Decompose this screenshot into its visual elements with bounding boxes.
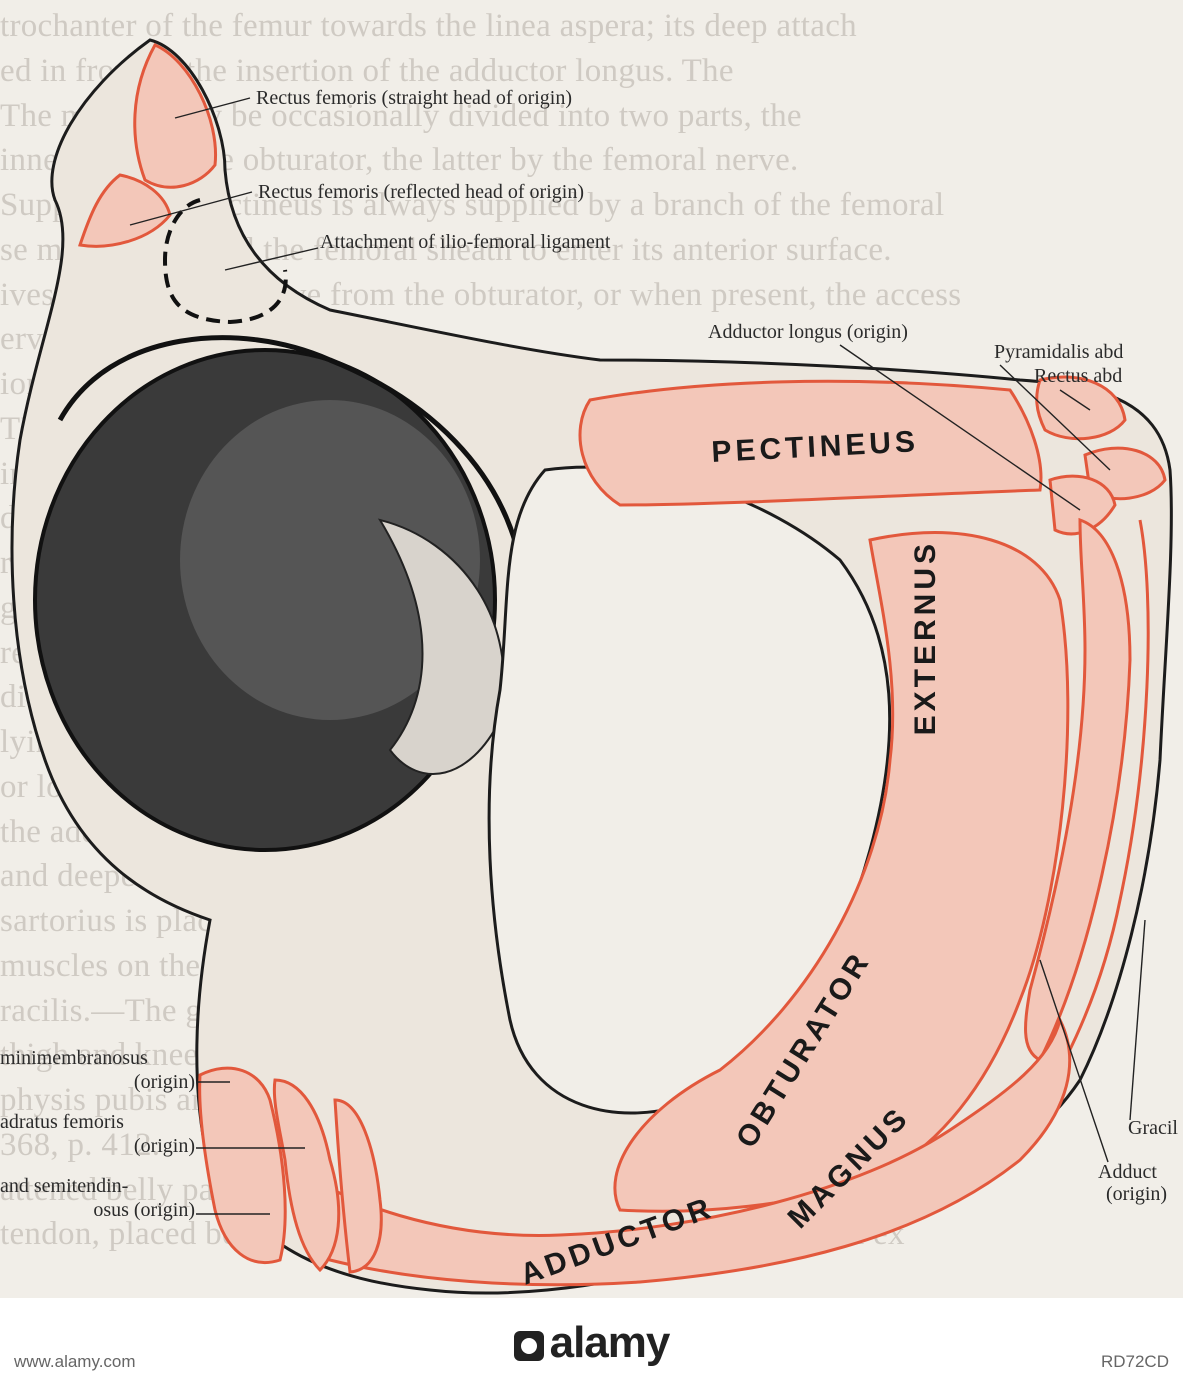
label-rectus-reflected: Rectus femoris (reflected head of origin… xyxy=(258,181,584,203)
pectineus-area[interactable] xyxy=(578,379,1043,507)
leader-adductor-brevis xyxy=(1039,959,1109,1163)
stock-url: www.alamy.com xyxy=(14,1352,136,1371)
leader-rectus-straight xyxy=(174,97,251,119)
quadratus-femoris-area xyxy=(272,1078,341,1273)
label-pyramidalis: Pyramidalis abd xyxy=(994,341,1123,363)
label-gracilis: Gracil xyxy=(1128,1117,1178,1139)
lunate-surface-highlight xyxy=(377,518,505,775)
alamy-logo-icon xyxy=(513,1331,544,1361)
label-iliofemoral: Attachment of ilio-femoral ligament xyxy=(320,231,611,253)
label-rectus-straight: Rectus femoris (straight head of origin) xyxy=(256,87,572,109)
acetabular-fossa xyxy=(180,400,480,720)
leader-rectus-abd xyxy=(1059,389,1091,411)
stock-footer xyxy=(0,1298,1183,1390)
background-text-line: 368, p. 412. xyxy=(0,1127,161,1163)
stock-image-id: RD72CD xyxy=(1100,1352,1169,1371)
label-semimembranosus-1: minimembranosus xyxy=(0,1047,148,1069)
label-adductor-brevis-1: Adduct xyxy=(1098,1161,1157,1183)
leader-iliofemoral xyxy=(224,247,319,271)
leader-adductor-longus xyxy=(839,344,1081,511)
rectus-straight-head-area xyxy=(133,43,218,189)
adductor-brevis-area xyxy=(1024,517,1132,1063)
rectus-reflected-head-area xyxy=(78,173,172,248)
leader-rectus-reflected xyxy=(129,191,253,226)
stock-logo: alamy xyxy=(0,1318,1183,1368)
background-text-line: trochanter of the femur towards the line… xyxy=(0,8,857,44)
muscle-name-externus: EXTERNUS xyxy=(909,540,942,735)
semitendinosus-area xyxy=(333,1098,383,1274)
acetabular-rim xyxy=(57,335,523,561)
label-quadratus-2: (origin) xyxy=(134,1135,195,1157)
label-rectus-abd: Rectus abd xyxy=(1034,365,1122,387)
adductor-longus-area xyxy=(1048,474,1117,536)
label-semitendinosus-1: and semitendin- xyxy=(0,1175,128,1197)
leader-gracilis xyxy=(1129,919,1146,1121)
label-adductor-longus: Adductor longus (origin) xyxy=(708,321,908,343)
anatomical-figure: trochanter of the femur towards the line… xyxy=(0,0,1183,1298)
hip-bone-illustration: Rectus femoris (straight head of origin)… xyxy=(0,38,1178,1295)
label-semitendinosus-2: osus (origin) xyxy=(93,1199,195,1221)
leader-pyramidalis xyxy=(999,364,1111,471)
label-adductor-brevis-2: (origin) xyxy=(1106,1183,1167,1205)
adductor-magnus-area[interactable] xyxy=(291,1015,1072,1287)
logo-text: alamy xyxy=(549,1318,671,1367)
rectus-abdominis-area xyxy=(1035,375,1127,441)
iliofemoral-ligament-outline xyxy=(162,198,288,325)
label-quadratus-1: adratus femoris xyxy=(0,1111,124,1133)
label-semimembranosus-2: (origin) xyxy=(134,1071,195,1093)
